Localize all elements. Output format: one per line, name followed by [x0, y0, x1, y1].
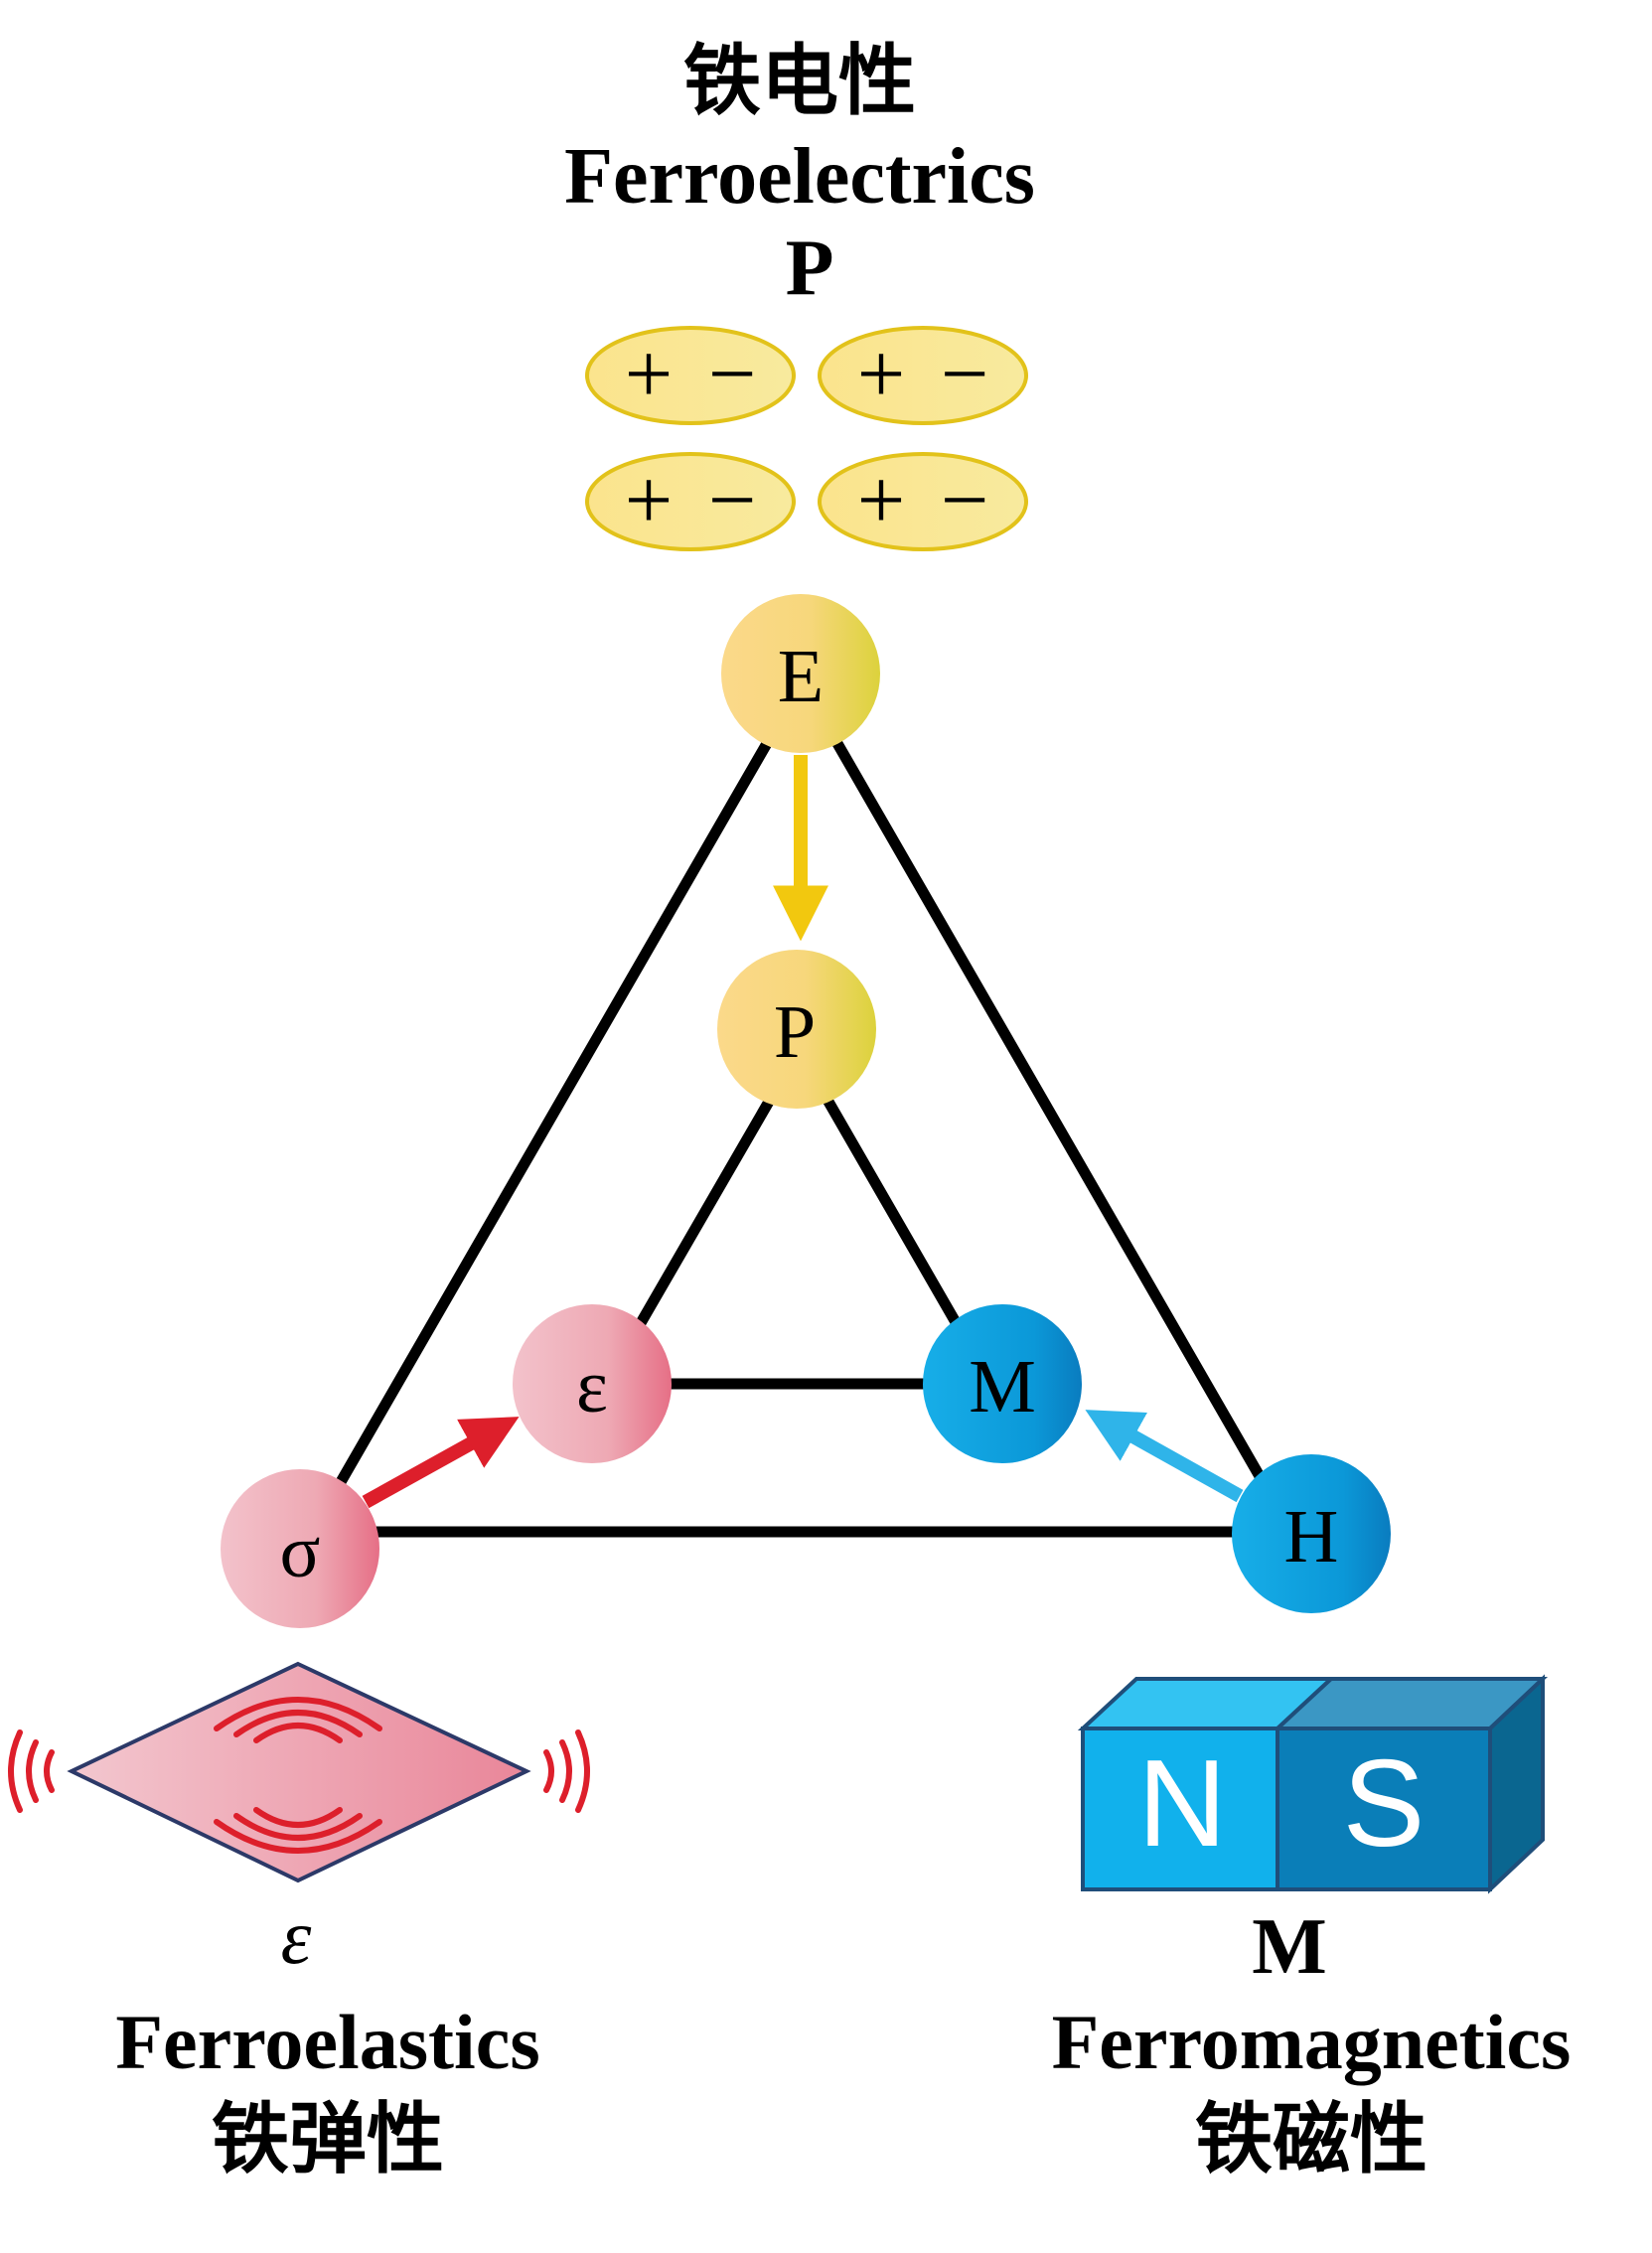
node-h-label: H — [1284, 1495, 1339, 1578]
ferromagnetics-title-en: Ferromagnetics — [1052, 1999, 1572, 2085]
magnet-s-face — [1276, 1727, 1492, 1891]
ferromagnetics-symbol: M — [1252, 1903, 1327, 1991]
dipole-group: + − + − + − + − — [585, 326, 1028, 551]
node-m-label: M — [969, 1345, 1036, 1428]
strain-waves — [8, 1697, 590, 1854]
bar-magnet: N S — [1077, 1674, 1549, 1894]
ferroelastics-symbol: ε — [281, 1893, 312, 1980]
node-sigma-label: σ — [280, 1510, 321, 1593]
inner-edge-left — [632, 1089, 779, 1334]
dipole-plus: + — [625, 326, 674, 421]
node-e-label: E — [778, 635, 824, 718]
dipole-plus: + — [857, 452, 906, 547]
dipole-minus: − — [708, 326, 757, 421]
ferroelastic-illustration — [8, 1661, 590, 1883]
outer-edge-right — [826, 727, 1274, 1496]
node-e: E — [721, 594, 880, 753]
ferroelectrics-title-cn: 铁电性 — [683, 37, 916, 126]
dipole-minus: − — [941, 326, 989, 421]
node-h: H — [1232, 1454, 1391, 1613]
magnet-n-face — [1081, 1727, 1279, 1891]
dipole-minus: − — [708, 452, 757, 547]
dipole: + − — [585, 452, 796, 551]
dipole-minus: − — [941, 452, 989, 547]
magnet-n-label: N — [1137, 1735, 1227, 1873]
node-epsilon: ε — [513, 1304, 672, 1463]
node-epsilon-label: ε — [576, 1345, 608, 1428]
ferroelastics-title-cn: 铁弹性 — [212, 2095, 444, 2184]
dipole-plus: + — [857, 326, 906, 421]
dipole: + − — [818, 326, 1028, 425]
arrow-sigma-to-epsilon — [362, 1417, 520, 1509]
ferroelastics-title-en: Ferroelastics — [115, 1999, 539, 2085]
dipole-plus: + — [625, 452, 674, 547]
inner-edge-right — [819, 1089, 966, 1335]
strained-diamond — [67, 1661, 531, 1883]
ferroelectrics-title-en: Ferroelectrics — [564, 133, 1035, 221]
arrow-h-to-m — [1085, 1410, 1244, 1503]
outer-edge-left — [328, 727, 779, 1500]
node-p-label: P — [774, 990, 816, 1074]
node-m: M — [923, 1304, 1082, 1463]
triangle-edges — [328, 727, 1274, 1538]
dipole: + − — [818, 452, 1028, 551]
node-p: P — [717, 950, 876, 1109]
ferroelectrics-symbol: P — [786, 225, 834, 312]
node-sigma: σ — [221, 1469, 379, 1628]
ferromagnetics-title-cn: 铁磁性 — [1195, 2095, 1427, 2184]
magnet-s-label: S — [1343, 1735, 1426, 1873]
dipole: + − — [585, 326, 796, 425]
